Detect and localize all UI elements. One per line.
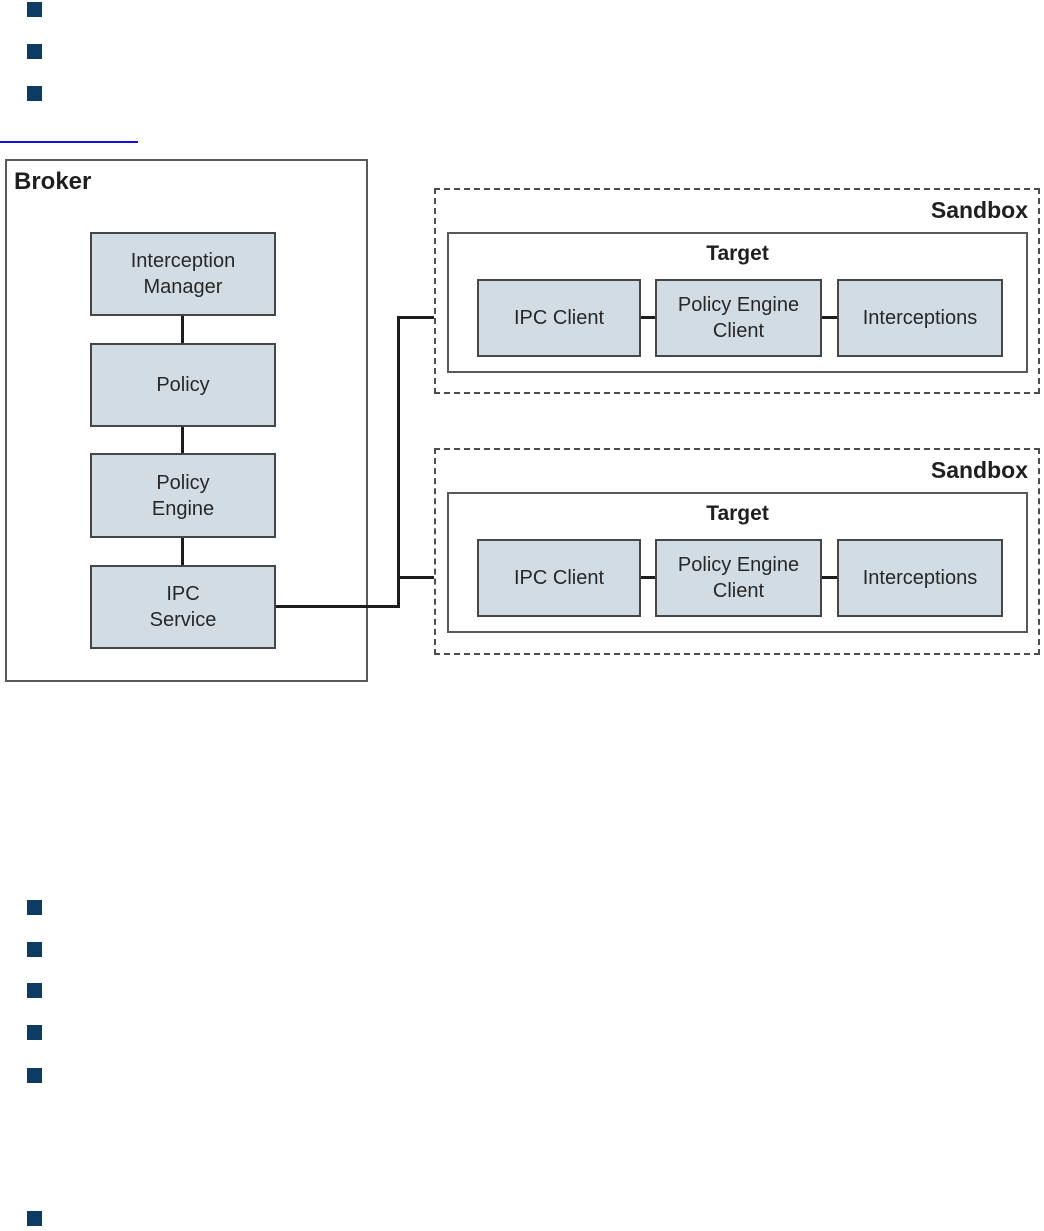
sandbox-2-label: Sandbox: [930, 457, 1028, 483]
list-bullet: [27, 1211, 42, 1226]
sandbox-1-container: Sandbox Target IPC Client Policy Engine …: [434, 188, 1040, 394]
connector-horizontal: [641, 576, 655, 579]
connector-vertical: [181, 427, 184, 453]
node-ipc-service: IPC Service: [90, 565, 276, 649]
node-interceptions: Interceptions: [837, 279, 1003, 357]
node-label: IPC Client: [513, 567, 605, 589]
node-label: Policy: [156, 374, 210, 396]
node-interception-manager: Interception Manager: [90, 232, 276, 316]
sandbox-1-label: Sandbox: [930, 197, 1028, 223]
node-label: IPC Service: [149, 583, 217, 631]
node-label: Interception Manager: [130, 250, 236, 298]
node-ipc-client: IPC Client: [477, 539, 641, 617]
list-bullet: [27, 1068, 42, 1083]
connector-ipc-service-out: [276, 605, 400, 608]
list-bullet: [27, 44, 42, 59]
target-1-label: Target: [706, 242, 769, 265]
connector-vertical: [181, 538, 184, 565]
sandbox-2-container: Sandbox Target IPC Client Policy Engine …: [434, 448, 1040, 655]
connector-vertical: [181, 316, 184, 343]
node-label: Policy Engine: [151, 471, 215, 520]
list-bullet: [27, 942, 42, 957]
node-label: Interceptions: [862, 307, 978, 329]
node-label: Policy Engine Client: [677, 554, 800, 602]
list-bullet: [27, 983, 42, 998]
target-1-container: Target IPC Client Policy Engine Client I…: [447, 232, 1028, 373]
node-policy-engine-client: Policy Engine Client: [655, 279, 822, 357]
list-bullet: [27, 1025, 42, 1040]
node-label: IPC Client: [513, 307, 605, 329]
node-ipc-client: IPC Client: [477, 279, 641, 357]
connector-horizontal: [822, 576, 837, 579]
connector-trunk-vertical: [397, 316, 400, 608]
node-policy-engine: Policy Engine: [90, 453, 276, 538]
node-label: Policy Engine Client: [677, 294, 800, 342]
broker-container: Broker Interception Manager Policy Polic…: [5, 159, 368, 682]
list-bullet: [27, 900, 42, 915]
link-underline[interactable]: [0, 141, 138, 143]
connector-horizontal: [822, 316, 837, 319]
broker-title: Broker: [14, 168, 92, 195]
connector-horizontal: [641, 316, 655, 319]
target-2-container: Target IPC Client Policy Engine Client I…: [447, 492, 1028, 633]
list-bullet: [27, 2, 42, 17]
list-bullet: [27, 86, 42, 101]
node-policy: Policy: [90, 343, 276, 427]
target-2-label: Target: [706, 502, 769, 525]
node-interceptions: Interceptions: [837, 539, 1003, 617]
node-policy-engine-client: Policy Engine Client: [655, 539, 822, 617]
node-label: Interceptions: [862, 567, 978, 589]
